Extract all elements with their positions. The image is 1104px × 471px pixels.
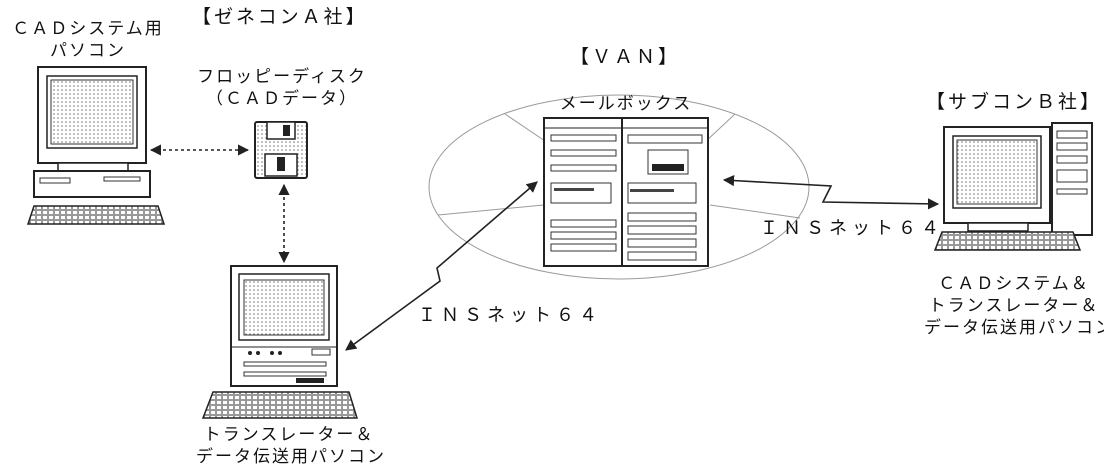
company-b-label: 【サブコンＢ社】: [926, 91, 1103, 113]
pc-b-caption: ＣＡＤシステム＆ トランスレーター＆ データ伝送用パソコン: [924, 274, 1104, 338]
ins-line-left: [345, 181, 538, 351]
pc-a2-caption: トランスレーター＆ データ伝送用パソコン: [196, 425, 386, 467]
ins-line-right: [722, 174, 940, 210]
compact-pc-icon: [201, 265, 359, 419]
mail-server-icon: [543, 117, 709, 267]
floppy-disk-icon: [254, 121, 308, 179]
company-a-label: 【ゼネコンＡ社】: [192, 6, 368, 28]
ins-net-label-right: ＩＮＳネット６４: [760, 218, 944, 239]
van-label: 【ＶＡＮ】: [569, 46, 680, 68]
tower-pc-icon: [933, 122, 1093, 251]
cad-pc-title: ＣＡＤシステム用 パソコン: [12, 19, 164, 61]
mailbox-label: メールボックス: [559, 94, 693, 114]
floppy-label: フロッピーディスク （ＣＡＤデータ）: [197, 67, 367, 109]
ins-net-label-left: ＩＮＳネット６４: [418, 305, 602, 326]
desktop-pc-icon: [26, 66, 166, 225]
